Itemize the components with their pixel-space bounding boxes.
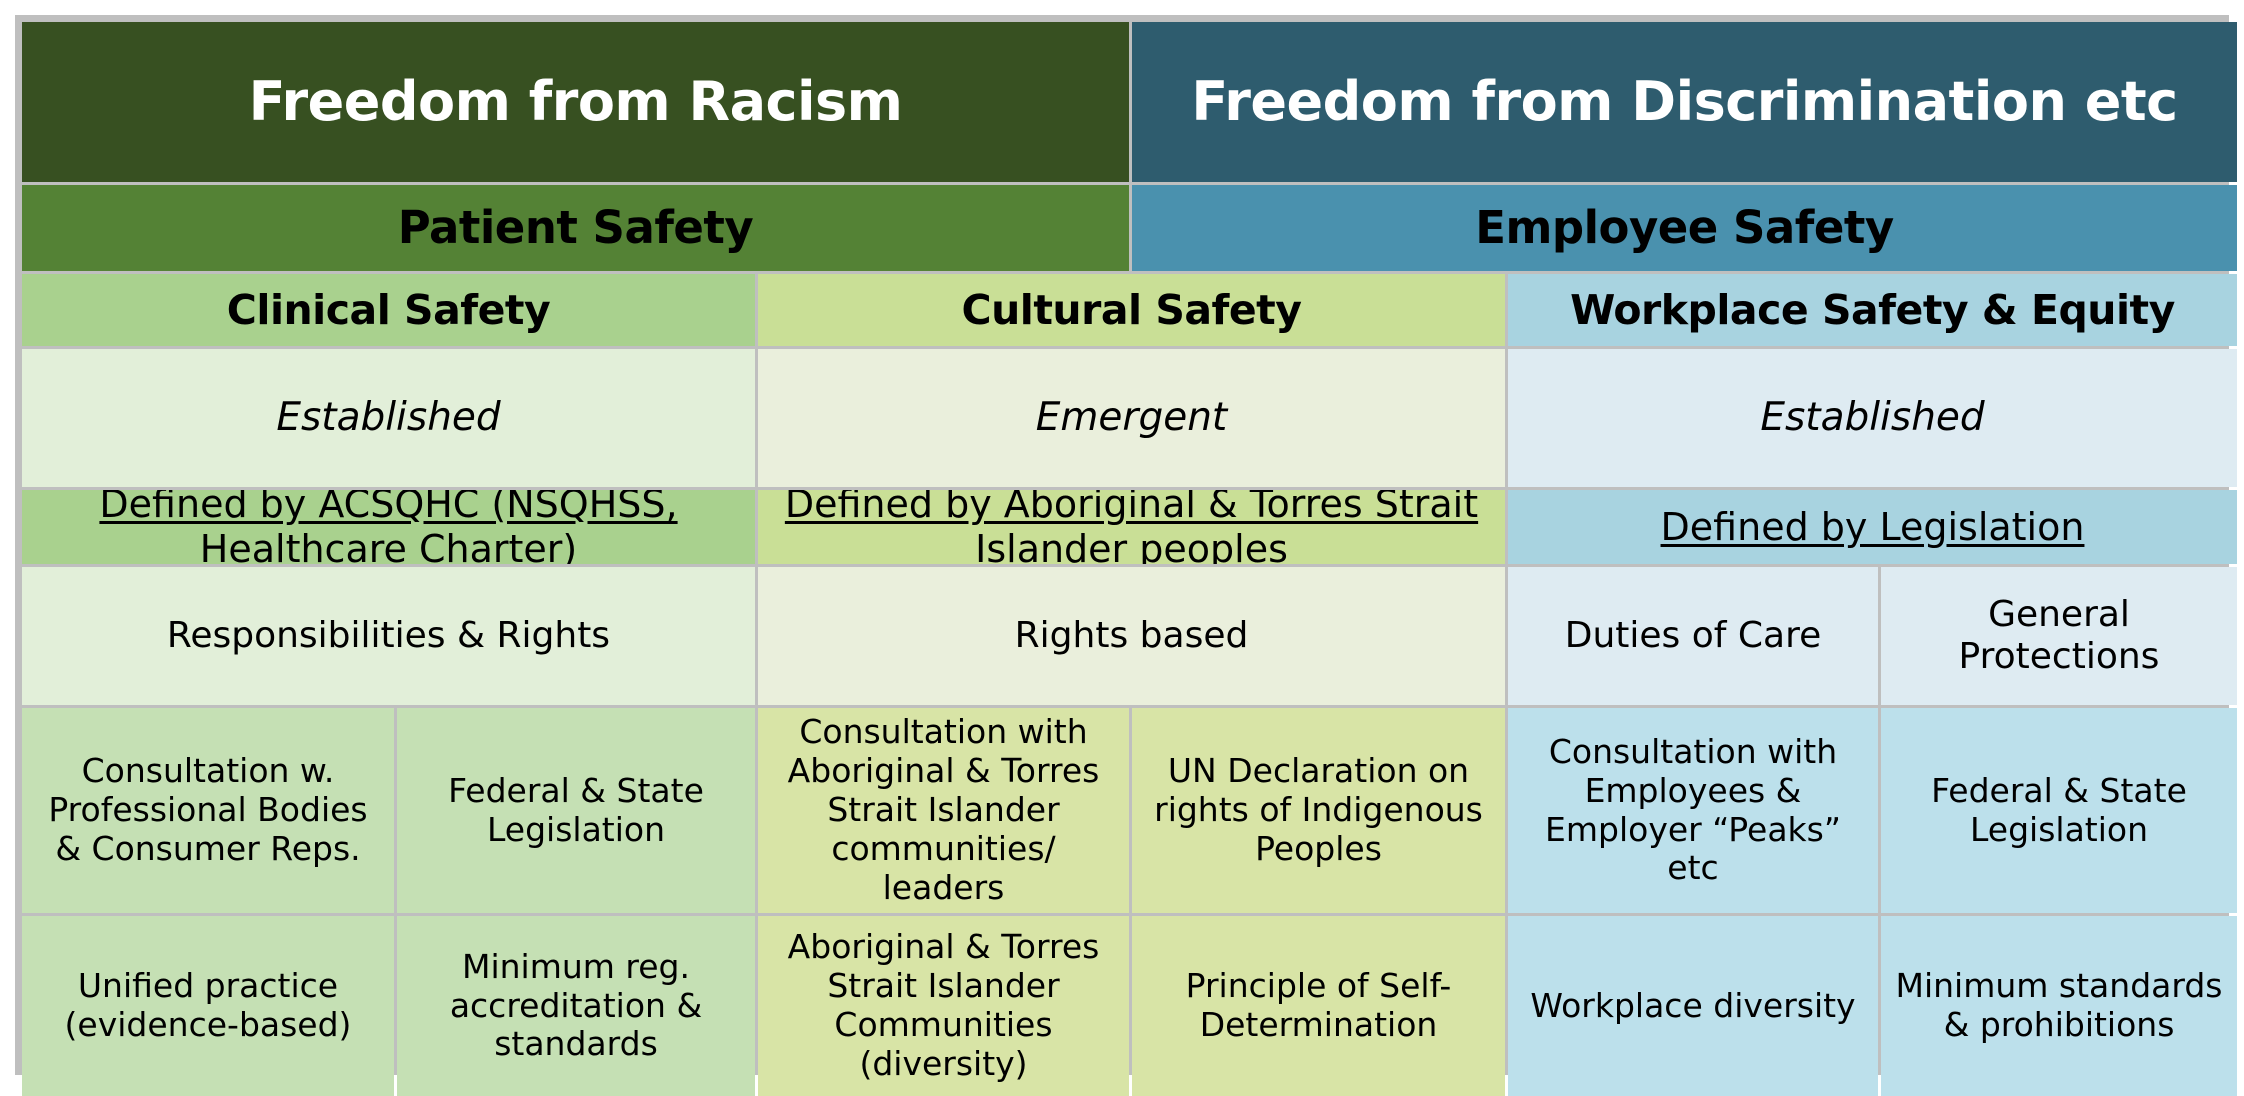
basis-workplace-general-protections: General Protections: [1881, 567, 2237, 705]
detail-cultural-un-declaration: UN Declaration on rights of Indigenous P…: [1132, 708, 1505, 913]
detail-clinical-unified-practice: Unified practice (evidence-based): [22, 916, 394, 1096]
column-heading-cultural-safety: Cultural Safety: [758, 274, 1505, 346]
basis-cultural-safety: Rights based: [758, 567, 1505, 705]
status-cultural-safety: Emergent: [758, 349, 1505, 487]
band-title-right: Freedom from Discrimination etc: [1132, 22, 2237, 182]
column-heading-clinical-safety: Clinical Safety: [22, 274, 755, 346]
defined-by-clinical-safety: Defined by ACSQHC (NSQHSS, Healthcare Ch…: [22, 490, 755, 564]
band-subtitle-left: Patient Safety: [22, 185, 1129, 271]
detail-clinical-federal-state-legislation: Federal & State Legislation: [397, 708, 755, 913]
detail-workplace-federal-state-legislation: Federal & State Legislation: [1881, 708, 2237, 913]
band-title-left: Freedom from Racism: [22, 22, 1129, 182]
safety-framework-grid: Freedom from Racism Freedom from Discrim…: [22, 22, 2237, 1096]
detail-workplace-diversity: Workplace diversity: [1508, 916, 1878, 1096]
basis-workplace-duties-of-care: Duties of Care: [1508, 567, 1878, 705]
basis-clinical-safety: Responsibilities & Rights: [22, 567, 755, 705]
status-workplace-safety-equity: Established: [1508, 349, 2237, 487]
detail-clinical-minimum-reg-accreditation: Minimum reg. accreditation & standards: [397, 916, 755, 1096]
column-heading-workplace-safety-equity: Workplace Safety & Equity: [1508, 274, 2237, 346]
detail-cultural-self-determination: Principle of Self-Determination: [1132, 916, 1505, 1096]
detail-workplace-minimum-standards: Minimum standards & prohibitions: [1881, 916, 2237, 1096]
defined-by-cultural-safety: Defined by Aboriginal & Torres Strait Is…: [758, 490, 1505, 564]
detail-workplace-consultation-employees: Consultation with Employees & Employer “…: [1508, 708, 1878, 913]
status-clinical-safety: Established: [22, 349, 755, 487]
detail-cultural-consultation-communities: Consultation with Aboriginal & Torres St…: [758, 708, 1129, 913]
band-subtitle-right: Employee Safety: [1132, 185, 2237, 271]
table-frame: Freedom from Racism Freedom from Discrim…: [15, 15, 2237, 1096]
detail-cultural-communities-diversity: Aboriginal & Torres Strait Islander Comm…: [758, 916, 1129, 1096]
defined-by-workplace-safety-equity: Defined by Legislation: [1508, 490, 2237, 564]
detail-clinical-consultation-professional-bodies: Consultation w. Professional Bodies & Co…: [22, 708, 394, 913]
